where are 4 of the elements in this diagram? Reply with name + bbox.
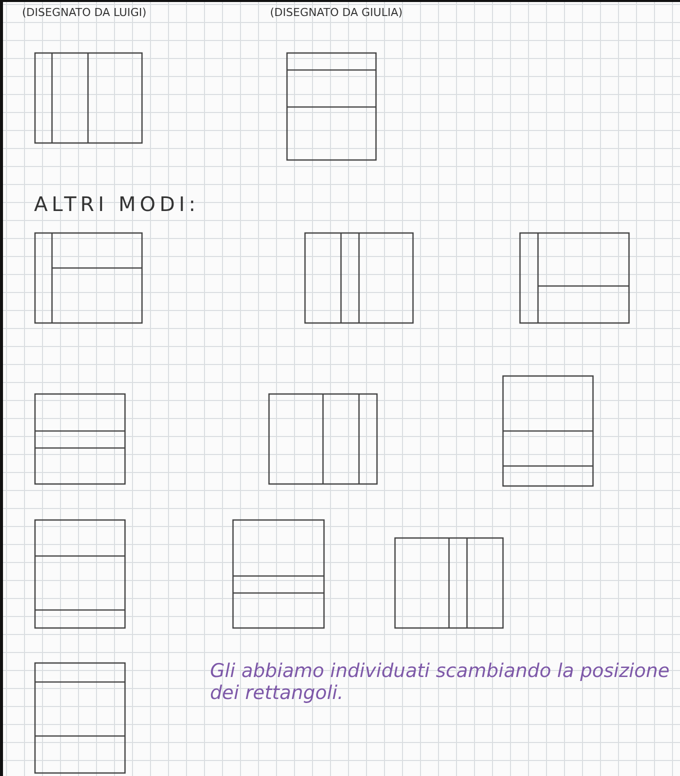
caption: (DISEGNATO DA GIULIA) — [270, 6, 403, 19]
heading: ALTRI MODI: — [34, 192, 200, 216]
note: Gli abbiamo individuati scambiando la posizione dei rettangoli. — [210, 660, 671, 704]
caption: (DISEGNATO DA LUIGI) — [22, 6, 146, 19]
